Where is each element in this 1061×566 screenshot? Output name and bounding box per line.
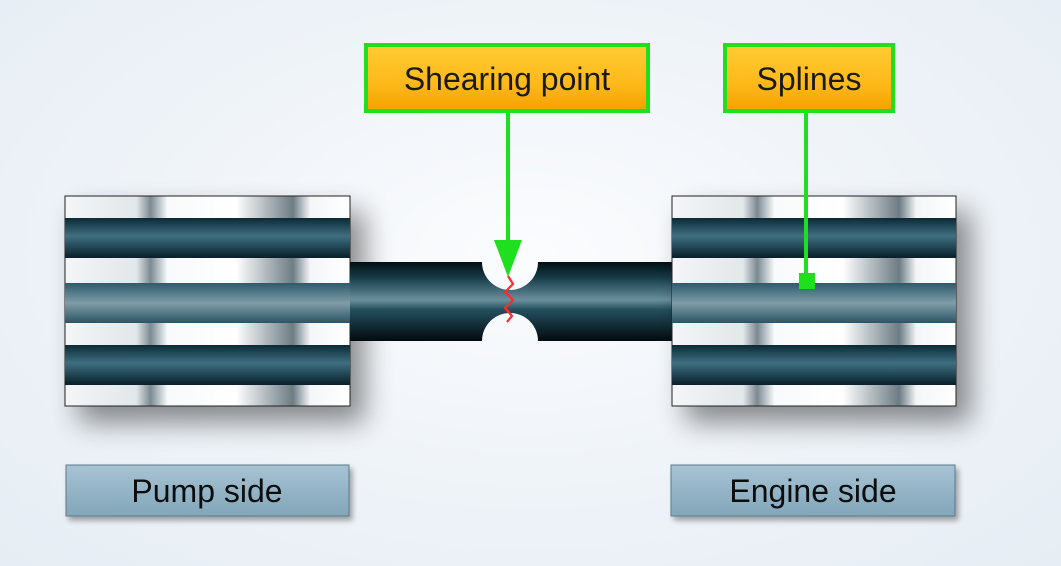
engine-side-spline-block — [671, 195, 957, 407]
shearing-point-label: Shearing point — [404, 61, 610, 97]
splines-label: Splines — [757, 61, 862, 97]
arrowhead-icon — [494, 240, 522, 277]
engine-side-label: Engine side — [729, 473, 896, 509]
spline-bar — [672, 283, 956, 323]
splines-pointer — [799, 111, 815, 289]
pointer-square-icon — [799, 273, 815, 289]
spline-bar — [65, 218, 350, 258]
pump-side-label: Pump side — [131, 473, 282, 509]
shear-line — [503, 275, 515, 323]
pump-side-label-box: Pump side — [65, 464, 350, 517]
spline-bar — [65, 283, 350, 323]
pump-side-spline-block — [64, 195, 351, 407]
spline-bar — [672, 345, 956, 385]
engine-side-label-box: Engine side — [670, 464, 956, 517]
shearing-point-callout: Shearing point — [364, 43, 650, 113]
spline-bar — [65, 345, 350, 385]
splines-callout: Splines — [723, 43, 895, 113]
spline-bar — [672, 218, 956, 258]
shearing-point-arrow — [494, 111, 522, 277]
